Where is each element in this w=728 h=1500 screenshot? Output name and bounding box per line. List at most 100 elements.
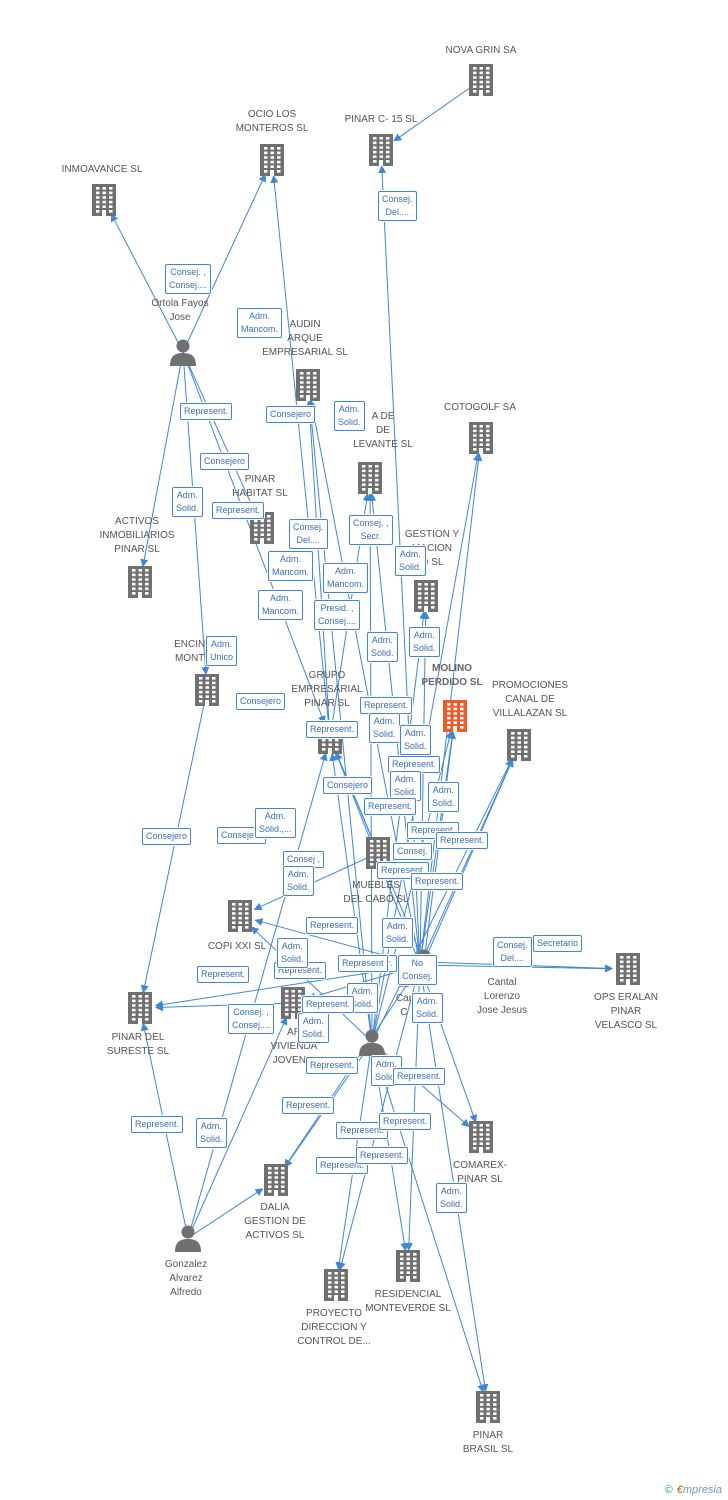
relation-role-label[interactable]: Represent. — [212, 502, 265, 519]
relation-role-label[interactable]: Represent. — [306, 1057, 359, 1074]
relation-role-label[interactable]: Consej. , Secr. — [349, 515, 393, 545]
node-label-pinarc15[interactable]: PINAR C- 15 SL — [344, 114, 418, 125]
relation-role-label[interactable]: Consejero — [266, 406, 316, 423]
relation-role-label[interactable]: Represent. — [364, 798, 417, 815]
node-label-habitat[interactable]: PINAR HABITAT SL — [232, 474, 288, 499]
company-icon-canal[interactable] — [505, 729, 533, 766]
company-icon-encina[interactable] — [193, 674, 221, 711]
node-label-encina[interactable]: ENCINA MONTE — [174, 639, 212, 664]
node-label-dalia[interactable]: DALIA GESTION DE ACTIVOS SL — [244, 1202, 306, 1241]
company-icon-activos[interactable] — [126, 566, 154, 603]
company-icon-comarex[interactable] — [467, 1121, 495, 1158]
relation-role-label[interactable]: Adm. Solid. — [400, 725, 431, 755]
relation-role-label[interactable]: Adm. Solid. — [172, 487, 203, 517]
company-icon-dalia[interactable] — [262, 1164, 290, 1201]
relation-role-label[interactable]: Represent. — [306, 721, 359, 738]
relation-role-label[interactable]: Represent. — [180, 403, 233, 420]
node-label-canal[interactable]: PROMOCIONES CANAL DE VILLALAZAN SL — [491, 680, 569, 719]
node-label-nova[interactable]: NOVA GRIN SA — [445, 45, 517, 56]
relation-role-label[interactable]: Consej. Del.... — [289, 519, 328, 549]
company-icon-audin[interactable] — [294, 369, 322, 406]
relation-role-label[interactable]: Represent. — [316, 1157, 369, 1174]
relation-role-label[interactable]: Consejero — [236, 693, 286, 710]
relation-role-label[interactable]: Adm. Solid. — [334, 401, 365, 431]
company-icon-brasil[interactable] — [474, 1391, 502, 1428]
relation-role-label[interactable]: Adm. Mancom. — [323, 563, 369, 593]
relation-role-label[interactable]: Adm. Solid. — [409, 627, 440, 657]
relation-role-label[interactable]: Consej. , Consej.... — [165, 264, 212, 294]
relation-role-label[interactable]: Consejero — [323, 777, 373, 794]
company-icon-pinarc15[interactable] — [367, 134, 395, 171]
company-icon-nova[interactable] — [467, 64, 495, 101]
person-icon-ortola[interactable] — [169, 338, 197, 371]
person-icon-p2[interactable] — [358, 1028, 386, 1061]
relation-role-label[interactable]: Represent. — [197, 966, 250, 983]
relation-role-label[interactable]: Adm. Solid. — [436, 1183, 467, 1213]
relation-role-label[interactable]: Presid. , Consej.... — [314, 600, 361, 630]
relation-role-label[interactable]: Adm. Mancom. — [268, 551, 314, 581]
relation-role-label[interactable]: Represent. — [379, 1113, 432, 1130]
relation-role-label[interactable]: Represent. — [393, 1068, 446, 1085]
relation-role-label[interactable]: Adm. Solid.,... — [255, 808, 296, 838]
relation-role-label[interactable]: Adm. Solid. — [412, 993, 443, 1023]
node-label-gonzalez[interactable]: Gonzalez Alvarez Alfredo — [164, 1259, 208, 1298]
relation-role-label[interactable]: Represent. — [360, 697, 413, 714]
focal-company-icon-molino[interactable] — [441, 700, 469, 737]
relation-role-label[interactable]: Represent. — [131, 1116, 184, 1133]
node-label-proyecto[interactable]: PROYECTO DIRECCION Y CONTROL DE... — [297, 1308, 371, 1347]
relation-role-label[interactable]: Represent. — [336, 1122, 389, 1139]
relation-role-label[interactable]: Adm. Solid. — [277, 938, 308, 968]
node-label-molino[interactable]: MOLINO PERDIDO SL — [421, 663, 483, 688]
node-label-activos[interactable]: ACTIVOS INMOBILIARIOS PINAR SL — [99, 516, 175, 555]
relation-role-label[interactable]: Represent. — [282, 1097, 335, 1114]
company-icon-opseralan[interactable] — [614, 953, 642, 990]
node-label-cantal[interactable]: Cantal Lorenzo Jose Jesus — [476, 977, 528, 1016]
relation-role-label[interactable]: Adm. Mancom. — [258, 590, 304, 620]
company-icon-proyecto[interactable] — [322, 1269, 350, 1306]
node-label-comarex[interactable]: COMAREX- PINAR SL — [453, 1160, 507, 1185]
node-label-inmo[interactable]: INMOAVANCE SL — [61, 164, 143, 175]
company-icon-ocio[interactable] — [258, 144, 286, 181]
relation-role-label[interactable]: Consejero — [200, 453, 250, 470]
relation-role-label[interactable]: No Consej. — [398, 955, 437, 985]
company-icon-copi[interactable] — [226, 900, 254, 937]
relation-role-label[interactable]: Represent. — [306, 917, 359, 934]
relation-role-label[interactable]: Adm. Solid. — [428, 782, 459, 812]
relation-role-label[interactable]: Consejero — [217, 827, 267, 844]
company-icon-gestion[interactable] — [412, 580, 440, 617]
relation-role-label[interactable]: Adm. Solid. — [367, 632, 398, 662]
node-label-ortola[interactable]: Ortola Fayos Jose — [151, 298, 209, 323]
company-icon-inmo[interactable] — [90, 184, 118, 221]
relation-role-label[interactable]: Represent. — [411, 873, 464, 890]
node-label-residencial[interactable]: RESIDENCIAL MONTEVERDE SL — [365, 1289, 451, 1314]
relation-role-label[interactable]: Adm. Solid. — [369, 713, 400, 743]
node-label-copi[interactable]: COPI XXI SL — [207, 941, 267, 952]
relation-role-label[interactable]: Consej. , Consej.... — [228, 1004, 275, 1034]
company-icon-residencial[interactable] — [394, 1250, 422, 1287]
relation-role-label[interactable]: Consejero — [142, 828, 192, 845]
relation-role-label[interactable]: Represent. — [436, 832, 489, 849]
relation-role-label[interactable]: Secretario — [533, 935, 583, 952]
node-label-brasil[interactable]: PINAR BRASIL SL — [462, 1430, 514, 1455]
company-icon-levante[interactable] — [356, 462, 384, 499]
relation-role-label[interactable]: Adm. Solid. — [395, 546, 426, 576]
node-label-sureste[interactable]: PINAR DEL SURESTE SL — [106, 1032, 170, 1057]
relation-role-label[interactable]: Adm. Solid. — [382, 918, 413, 948]
node-label-cabo[interactable]: MUEBLES DEL CABO SL — [343, 880, 409, 905]
node-label-audin[interactable]: AUDIN ARQUE EMPRESARIAL SL — [262, 319, 348, 358]
relation-role-label[interactable]: Represent. — [302, 996, 355, 1013]
company-icon-sureste[interactable] — [126, 992, 154, 1029]
relation-role-label[interactable]: Adm. Mancom. — [237, 308, 283, 338]
company-icon-cotogolf[interactable] — [467, 422, 495, 459]
relation-role-label[interactable]: Adm. Solid. — [283, 866, 314, 896]
person-icon-gonzalez[interactable] — [174, 1224, 202, 1257]
relation-role-label[interactable]: Consej. Del.... — [493, 937, 532, 967]
relation-role-label[interactable]: Adm. Unico — [206, 636, 238, 666]
node-label-ocio[interactable]: OCIO LOS MONTEROS SL — [235, 109, 309, 134]
relation-role-label[interactable]: Represent. — [356, 1147, 409, 1164]
relation-role-label[interactable]: Adm. Solid. — [390, 771, 421, 801]
node-label-opseralan[interactable]: OPS ERALAN PINAR VELASCO SL — [594, 992, 658, 1031]
relation-role-label[interactable]: Consej. Del.... — [378, 191, 417, 221]
relation-role-label[interactable]: Consej. — [393, 843, 432, 860]
relation-role-label[interactable]: Adm. Solid. — [196, 1118, 227, 1148]
